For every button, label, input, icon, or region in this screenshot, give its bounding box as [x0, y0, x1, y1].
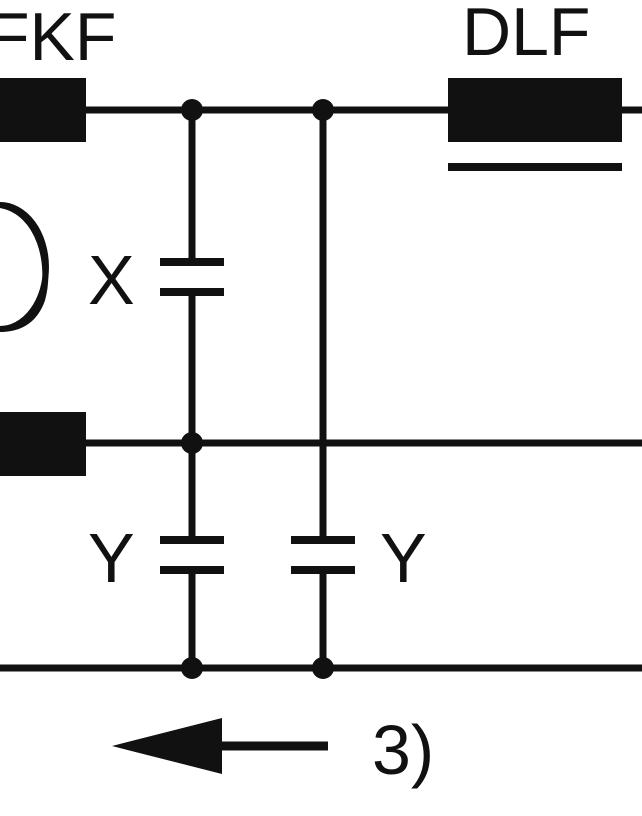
footnote-reference: 3)	[372, 711, 434, 789]
junction-dot	[181, 657, 203, 679]
junction-dot	[312, 99, 334, 121]
left-arrow-icon	[112, 718, 222, 774]
junction-dot	[181, 432, 203, 454]
fkf-component-middle	[0, 412, 86, 476]
fkf-component-top	[0, 78, 86, 142]
junction-dot	[312, 657, 334, 679]
coil-arc-outline	[0, 202, 49, 332]
y-capacitor-left-label: Y	[88, 519, 135, 597]
fkf-label: FKF	[0, 0, 116, 75]
y-capacitor-right-label: Y	[380, 519, 427, 597]
dlf-component	[448, 78, 622, 142]
dlf-label: DLF	[462, 0, 590, 70]
x-capacitor-label: X	[88, 241, 135, 319]
junction-dot	[181, 99, 203, 121]
